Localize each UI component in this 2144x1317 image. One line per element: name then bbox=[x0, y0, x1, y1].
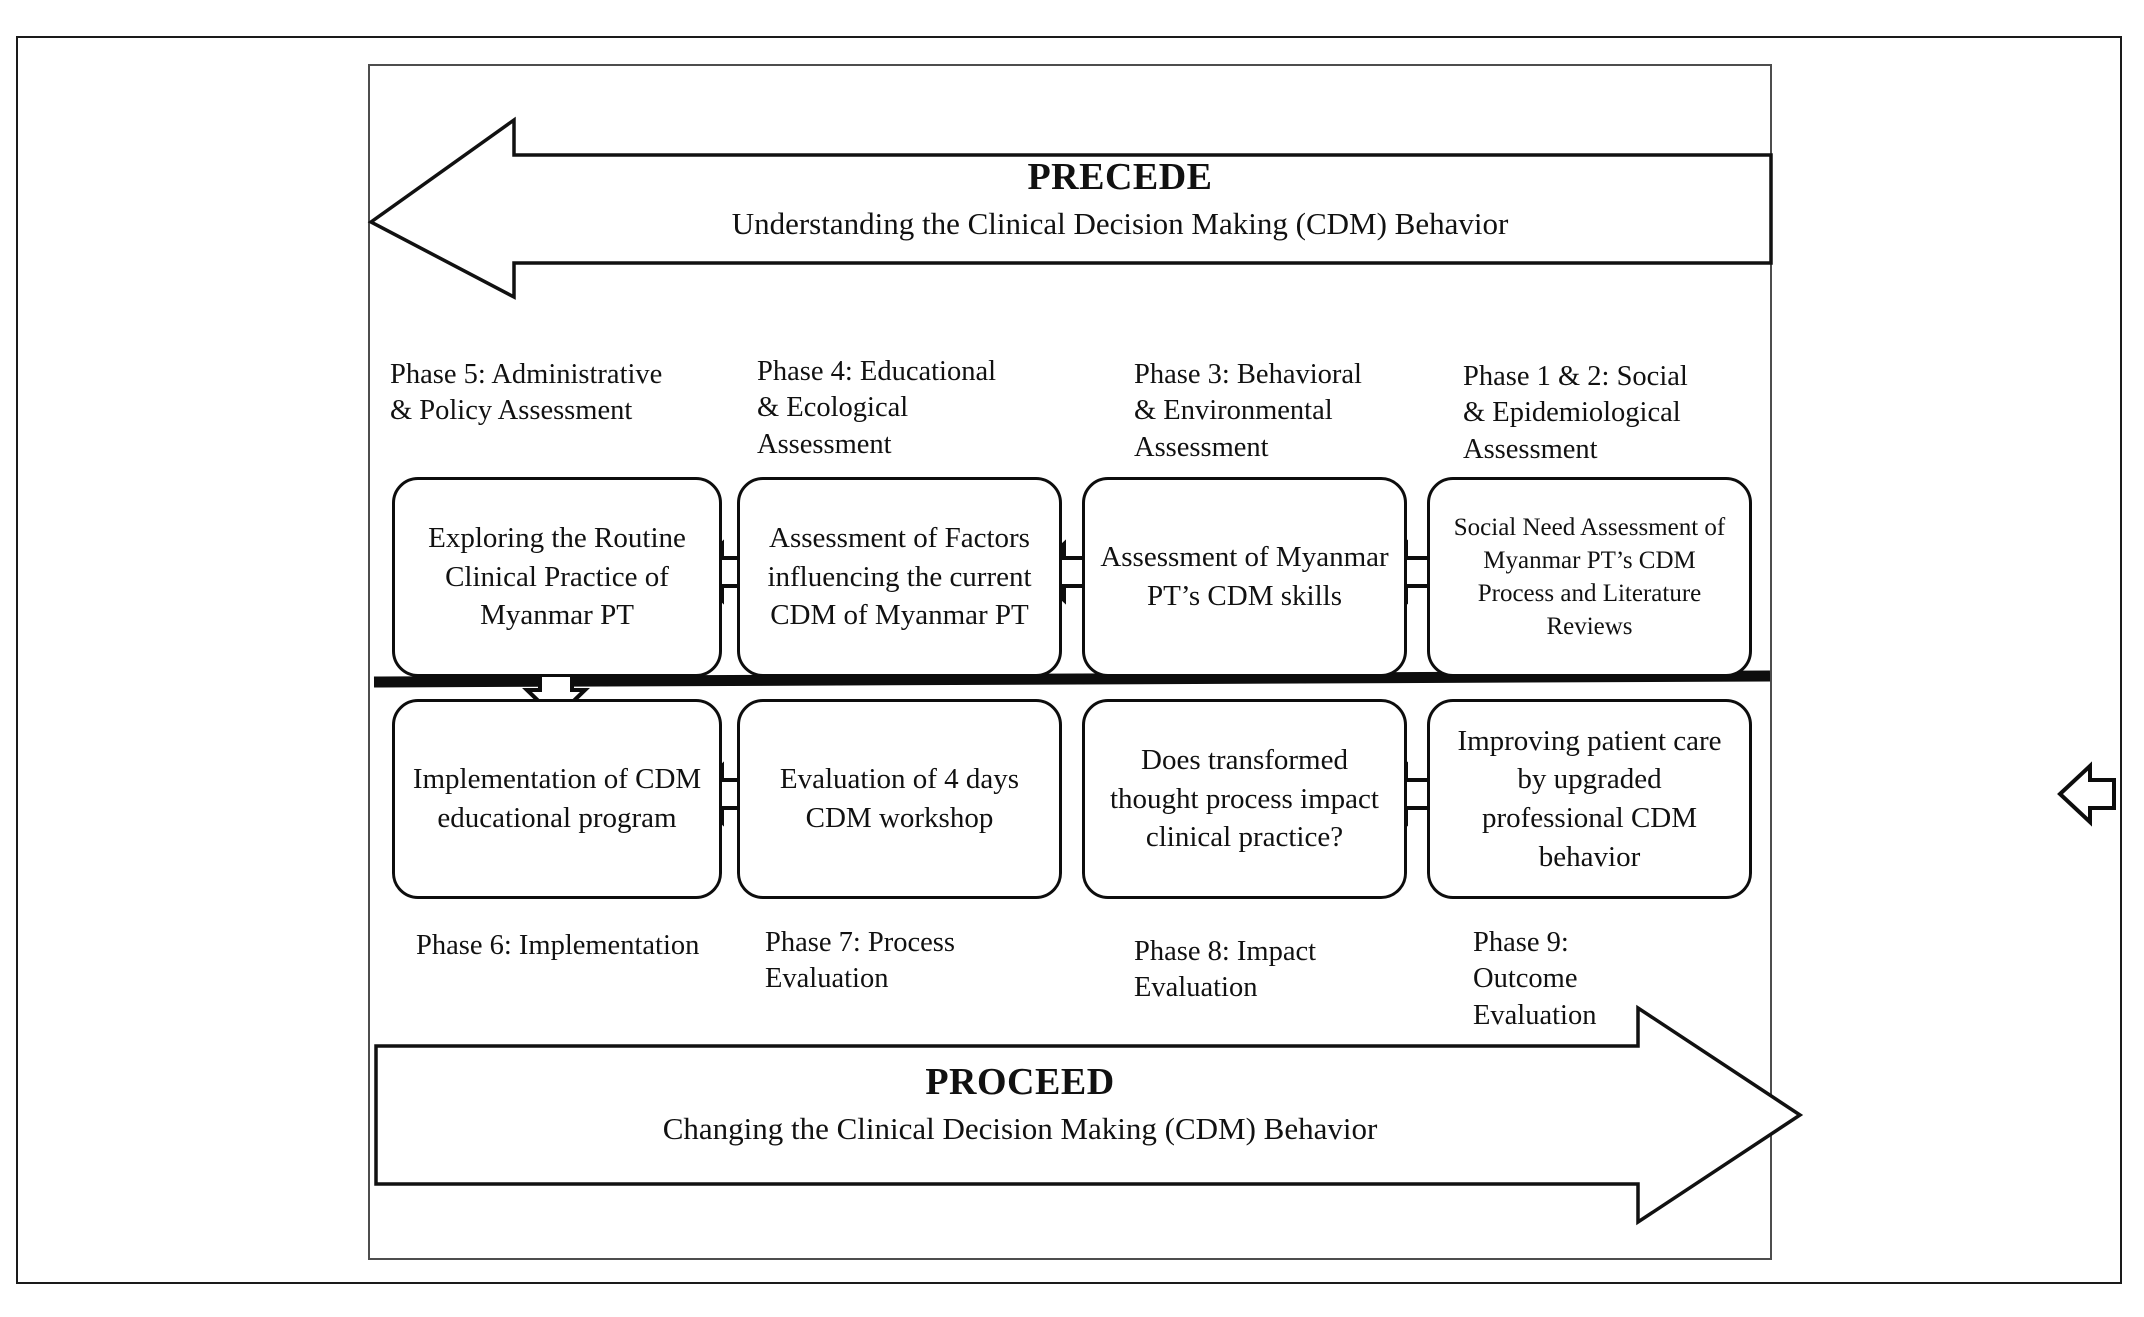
process-box-bottom-1[interactable]: Implementation of CDM educational progra… bbox=[392, 699, 722, 899]
precede-subtitle: Understanding the Clinical Decision Maki… bbox=[731, 205, 1509, 241]
proceed-subtitle: Changing the Clinical Decision Making (C… bbox=[662, 1110, 1378, 1146]
process-box-bottom-3[interactable]: Does transformed thought process impact … bbox=[1082, 699, 1407, 899]
proceed-title: PROCEED bbox=[925, 1061, 1115, 1103]
process-box-bottom-4-text: Improving patient care by upgraded profe… bbox=[1457, 724, 1722, 873]
process-box-bottom-2-text: Evaluation of 4 days CDM workshop bbox=[779, 763, 1020, 834]
process-box-bottom-4[interactable]: Improving patient care by upgraded profe… bbox=[1427, 699, 1752, 899]
precede-title: PRECEDE bbox=[1027, 156, 1213, 198]
process-box-top-2-text: Assessment of Factors influencing the cu… bbox=[767, 522, 1032, 632]
phase-label-3: Phase 3: Behavioral & Environmental Asse… bbox=[1134, 359, 1362, 463]
phase-label-4: Phase 4: Educational & Ecological Assess… bbox=[757, 356, 997, 460]
process-box-top-3-text: Assessment of Myanmar PT’s CDM skills bbox=[1100, 541, 1389, 612]
phase-label-5: Phase 5: Administrative & Policy Assessm… bbox=[390, 359, 663, 427]
process-box-top-4[interactable]: Social Need Assessment of Myanmar PT’s C… bbox=[1427, 477, 1752, 677]
process-box-top-1[interactable]: Exploring the Routine Clinical Practice … bbox=[392, 477, 722, 677]
phase-label-7: Phase 7: Process Evaluation bbox=[765, 927, 955, 995]
process-box-bottom-2[interactable]: Evaluation of 4 days CDM workshop bbox=[737, 699, 1062, 899]
process-box-bottom-3-text: Does transformed thought process impact … bbox=[1109, 744, 1379, 854]
phase-label-6: Phase 6: Implementation bbox=[416, 930, 700, 961]
process-box-top-2[interactable]: Assessment of Factors influencing the cu… bbox=[737, 477, 1062, 677]
phase-label-1-2: Phase 1 & 2: Social & Epidemiological As… bbox=[1463, 361, 1688, 465]
phase-label-9: Phase 9: Outcome Evaluation bbox=[1473, 927, 1597, 1031]
page-border bbox=[16, 36, 2122, 1284]
phase-label-8: Phase 8: Impact Evaluation bbox=[1134, 936, 1317, 1004]
precede-banner: PRECEDE Understanding the Clinical Decis… bbox=[520, 155, 1720, 242]
process-box-top-3[interactable]: Assessment of Myanmar PT’s CDM skills bbox=[1082, 477, 1407, 677]
process-box-bottom-1-text: Implementation of CDM educational progra… bbox=[412, 763, 702, 834]
process-box-top-1-text: Exploring the Routine Clinical Practice … bbox=[428, 522, 686, 632]
process-box-top-4-text: Social Need Assessment of Myanmar PT’s C… bbox=[1453, 513, 1726, 641]
proceed-banner: PROCEED Changing the Clinical Decision M… bbox=[420, 1060, 1620, 1147]
